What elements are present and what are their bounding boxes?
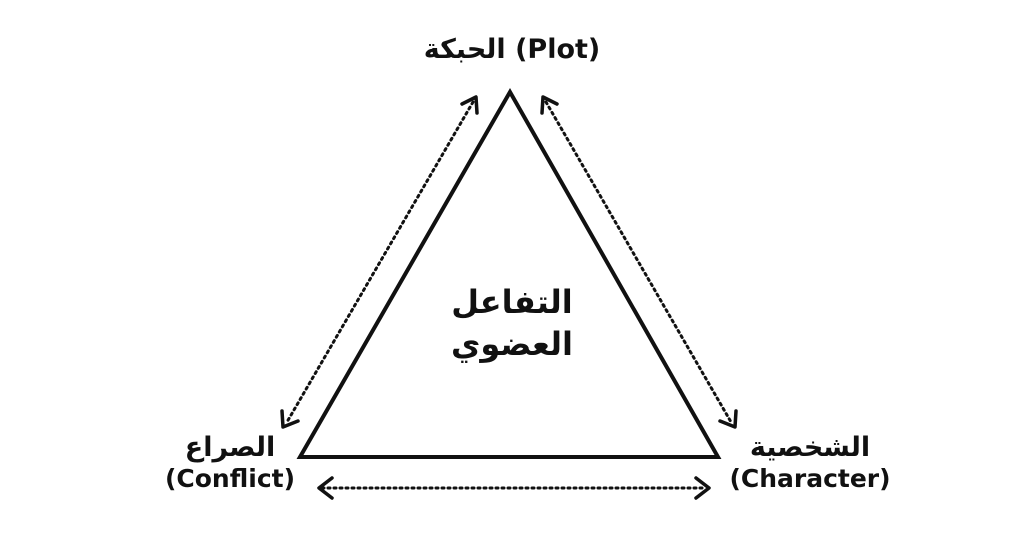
center-label: التفاعل العضوي [412,282,612,365]
triangle-shape [296,87,722,459]
arrow-plot-conflict [280,95,479,429]
center-label-line1: التفاعل [451,283,573,321]
center-label-line2: العضوي [451,324,573,363]
node-conflict-english: (Conflict) [164,464,296,494]
arrow-conflict-character [317,476,711,500]
node-plot-label: الحبكة (Plot) [362,34,662,66]
node-conflict-arabic: الصراع [184,432,276,463]
node-conflict-label: الصراع (Conflict) [130,432,330,494]
node-character-label: الشخصية (Character) [700,432,920,494]
node-character-arabic: الشخصية [749,432,871,463]
node-plot-text: الحبكة (Plot) [423,34,601,65]
node-character-english: (Character) [729,464,891,494]
arrow-plot-character [540,95,738,429]
